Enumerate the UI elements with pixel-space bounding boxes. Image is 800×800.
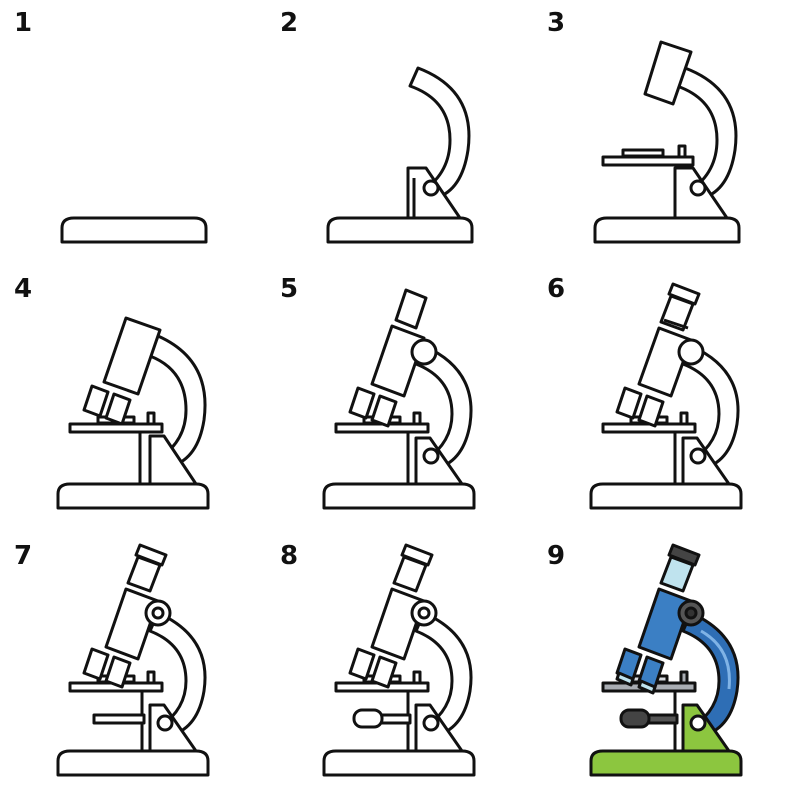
step-4-number: 4 <box>14 274 33 304</box>
step-6-panel: 6 <box>533 266 800 533</box>
microscope-base <box>56 749 210 777</box>
objective-lens-left <box>615 386 643 420</box>
step-1-panel: 1 <box>0 0 266 266</box>
focus-knob-center <box>684 606 698 620</box>
body-tube <box>102 316 162 396</box>
pivot-knob <box>422 447 440 465</box>
step-7-number: 7 <box>14 541 33 571</box>
eyepiece <box>394 288 428 330</box>
step-8-panel: 8 <box>266 533 533 800</box>
microscope-base <box>326 216 474 244</box>
light-source <box>352 708 384 729</box>
body-tube <box>637 326 693 398</box>
step-2-number: 2 <box>280 8 299 38</box>
objective-lens-left <box>348 647 376 681</box>
step-5-number: 5 <box>280 274 299 304</box>
arm-mount <box>148 434 198 486</box>
pivot-knob <box>422 714 440 732</box>
objective-lens-right <box>370 394 398 428</box>
microscope-base <box>589 749 743 777</box>
objective-lens-right <box>637 394 665 428</box>
stage-clip <box>679 670 689 685</box>
stage-clip <box>677 144 687 159</box>
light-source <box>619 708 651 729</box>
step-7-drawing <box>56 543 210 777</box>
step-3-panel: 3 <box>533 0 800 266</box>
step-7-panel: 7 <box>0 533 266 800</box>
objective-lens-left <box>348 386 376 420</box>
body-tube <box>370 587 426 661</box>
step-1-drawing <box>60 216 208 244</box>
step-5-drawing <box>322 288 476 510</box>
step-5-panel: 5 <box>266 266 533 533</box>
step-9-panel: 9 <box>533 533 800 800</box>
objective-lens-right <box>104 392 132 426</box>
step-3-drawing <box>593 40 741 244</box>
stage-clip <box>679 411 689 426</box>
focus-knob-center <box>151 606 165 620</box>
stage-clip <box>146 411 156 426</box>
objective-lens-right <box>370 655 398 689</box>
focus-knob <box>410 338 438 366</box>
microscope-base <box>593 216 741 244</box>
objective-lens-right <box>104 655 132 689</box>
eyepiece-cap <box>134 543 168 567</box>
focus-knob-center <box>417 606 431 620</box>
step-6-drawing <box>589 282 743 510</box>
microscope-base <box>589 482 743 510</box>
step-3-number: 3 <box>547 8 566 38</box>
objective-lens-left <box>82 647 110 681</box>
step-8-number: 8 <box>280 541 299 571</box>
pivot-knob <box>689 447 707 465</box>
slide <box>621 148 665 158</box>
step-1-number: 1 <box>14 8 33 38</box>
step-9-drawing <box>589 543 743 777</box>
body-tube <box>370 324 426 398</box>
objective-lens-left <box>82 384 110 418</box>
microscope-base <box>322 482 476 510</box>
step-8-drawing <box>322 543 476 777</box>
focus-knob <box>677 338 705 366</box>
step-4-panel: 4 <box>0 266 266 533</box>
pivot-knob <box>689 714 707 732</box>
eyepiece-cap <box>667 282 701 306</box>
pivot-knob <box>422 179 440 197</box>
eyepiece-cap <box>667 543 701 567</box>
microscope-base <box>322 749 476 777</box>
body-tube <box>104 587 160 661</box>
step-2-panel: 2 <box>266 0 533 266</box>
head-block <box>643 40 693 106</box>
step-6-number: 6 <box>547 274 566 304</box>
body-tube <box>637 587 693 661</box>
light-arm <box>92 713 146 725</box>
stage-clip <box>412 411 422 426</box>
step-9-number: 9 <box>547 541 566 571</box>
microscope-base <box>56 482 210 510</box>
pivot-knob <box>156 714 174 732</box>
microscope-base <box>60 216 208 244</box>
stage-clip <box>412 670 422 685</box>
eyepiece-cap <box>400 543 434 567</box>
stage-clip <box>146 670 156 685</box>
pivot-knob <box>689 179 707 197</box>
step-4-drawing <box>56 316 210 510</box>
step-2-drawing <box>326 66 474 244</box>
